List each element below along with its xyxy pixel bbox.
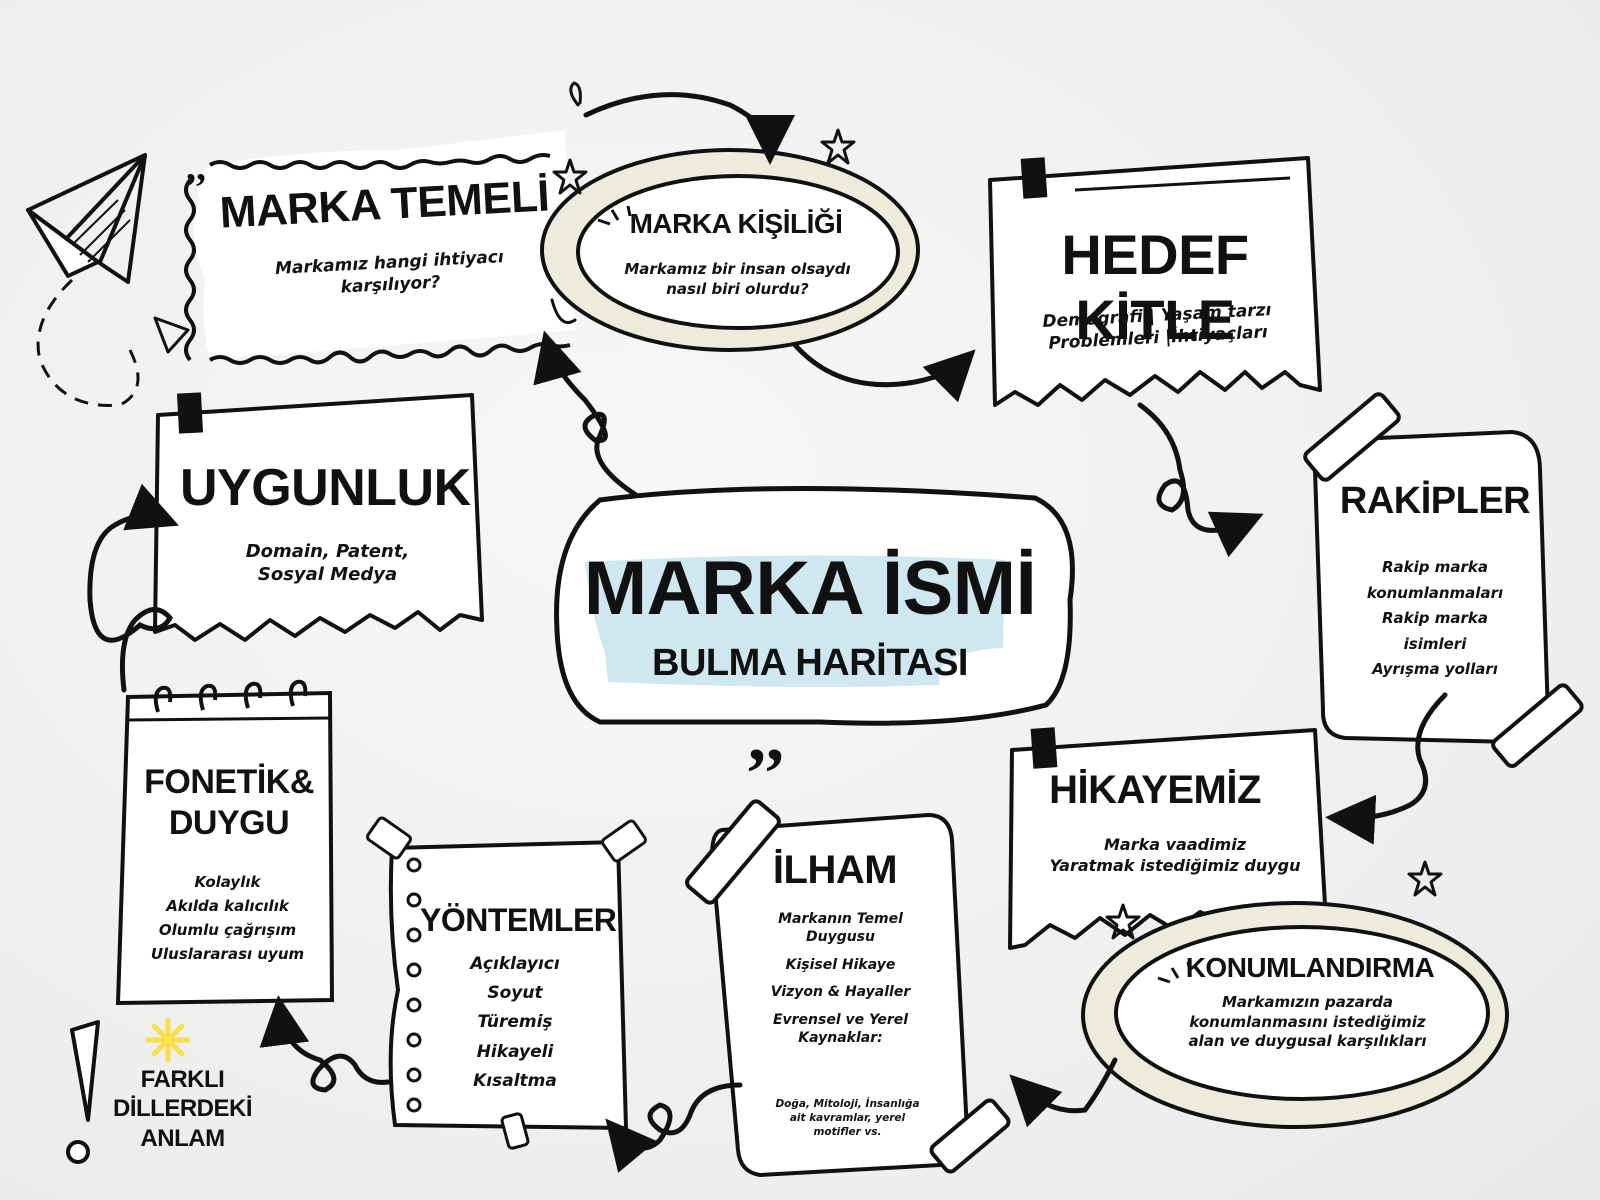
rakipler-title: RAKİPLER [1339,480,1531,522]
center-bubble: ,, [554,485,1075,776]
yontemler-page [366,816,647,1150]
hikayemiz-desc: Marka vaadimiz Yaratmak istediğimiz duyg… [1049,835,1301,875]
ilham-card [685,799,1011,1178]
hedef-kitle-title: HEDEF KİTLE [1061,223,1249,351]
yontemler-desc: Açıklayıcı Soyut Türemiş Hikayeli Kısalt… [470,954,560,1091]
star-icon [1105,903,1141,940]
rakipler-desc: Rakip marka konumlanmaları Rakip marka i… [1366,558,1504,678]
quote-mark-center: ,, [748,696,784,776]
star-icon [552,158,588,195]
uygunluk-title: UYGUNLUK [180,459,471,517]
marka-temeli-box: ,, [184,130,576,365]
konumlandirma-desc: Markamızın pazarda konumlanmasını istedi… [1188,993,1427,1050]
konumlandirma-title: KONUMLANDIRMA [1185,952,1435,983]
fonetik-notepad [115,679,335,1006]
fonetik-desc: Kolaylık Akılda kalıcılık Olumlu çağrışı… [150,873,305,963]
center-title: MARKA İSMİ [583,546,1037,631]
marka-kisiligi-desc: Markamız bir insan olsaydı nasıl biri ol… [624,260,851,298]
ilham-small-desc: Doğa, Mitoloji, İnsanlığa ait kavramlar,… [775,1098,920,1139]
star-icon [820,128,856,165]
exclamation-icon [70,1020,100,1122]
blue-brush-highlight [585,555,1005,687]
uygunluk-desc: Domain, Patent, Sosyal Medya [245,541,410,586]
marka-kisiligi-title: MARKA KİŞİLİĞİ [629,208,843,239]
uygunluk-paper [153,392,484,642]
ilham-title: İLHAM [772,848,898,892]
hedef-kitle-paper [988,156,1322,407]
marka-kisiligi-oval [540,148,920,352]
pennant-icon [153,316,190,354]
exclamation-dot [66,1140,90,1164]
paper-airplane-icon [26,153,147,407]
connector-arrows [87,81,1448,1173]
konumlandirma-oval [1081,901,1509,1129]
yontemler-title: YÖNTEMLER [420,902,617,938]
star-icon [1407,860,1443,897]
farkli-dillerdeki-anlam: FARKLI DİLLERDEKİ ANLAM [113,1066,253,1152]
center-subtitle: BULMA HARİTASI [652,642,968,684]
decorations [66,128,1443,1164]
fonetik-title: FONETİK& DUYGU [144,763,314,842]
svg-text:,,: ,, [186,144,206,189]
ilham-desc: Markanın Temel Duygusu Kişisel Hikaye Vi… [770,911,911,1046]
rakipler-card [1303,392,1584,769]
hikayemiz-title: HİKAYEMİZ [1049,768,1261,812]
sun-icon [145,1017,191,1063]
